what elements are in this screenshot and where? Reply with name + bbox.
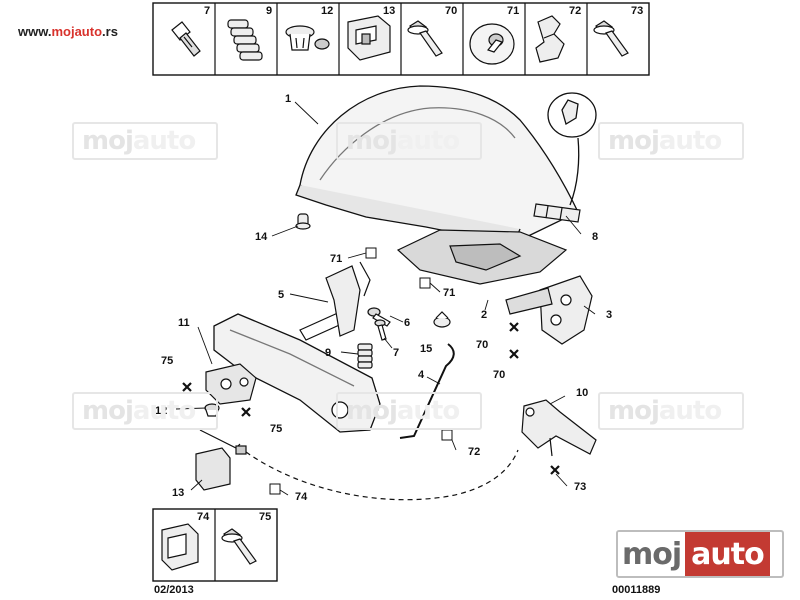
site-url-prefix: www. xyxy=(18,24,52,39)
strip-num-75: 75 xyxy=(259,511,271,523)
callout-1: 1 xyxy=(285,93,291,105)
bonnet-panel xyxy=(295,85,579,241)
insulation-pad xyxy=(396,229,568,285)
callout-73: 73 xyxy=(574,481,586,493)
callout-75b: 75 xyxy=(270,423,282,435)
callout-71a: 71 xyxy=(330,253,342,265)
latch-block-icon xyxy=(347,15,391,61)
cable-clip-icon xyxy=(535,15,565,63)
callout-70b: 70 xyxy=(493,369,505,381)
callout-11: 11 xyxy=(178,317,190,329)
site-url[interactable]: www.mojauto.rs xyxy=(18,24,118,39)
flange-bolt-icon xyxy=(407,20,443,57)
push-clip xyxy=(204,403,220,417)
cable-end xyxy=(195,429,247,491)
strip-num-70: 70 xyxy=(445,5,457,17)
callout-4: 4 xyxy=(418,369,425,381)
callout-15: 15 xyxy=(420,343,432,355)
callout-3: 3 xyxy=(606,309,612,321)
site-url-suffix: .rs xyxy=(102,24,118,39)
bellows-spring xyxy=(357,343,373,369)
diagram-reference: 00011889 xyxy=(612,584,661,596)
bottom-strip-numbers: 74 75 xyxy=(197,511,271,523)
callout-9: 9 xyxy=(325,347,331,359)
callout-72: 72 xyxy=(468,446,480,458)
diagram-date: 02/2013 xyxy=(154,584,194,596)
bump-stop xyxy=(295,213,311,230)
rear-rail xyxy=(533,203,581,223)
hinge-assembly xyxy=(505,275,593,345)
bonnet-lock xyxy=(205,363,257,405)
strip-num-12: 12 xyxy=(321,5,333,17)
push-clip-icon xyxy=(285,25,330,51)
strip-num-13: 13 xyxy=(383,5,395,17)
bolt-icon xyxy=(171,21,201,57)
callout-2: 2 xyxy=(481,309,487,321)
fastener-markers xyxy=(182,322,560,475)
callout-75a: 75 xyxy=(161,355,173,367)
callout-10: 10 xyxy=(576,387,588,399)
reference-squares xyxy=(269,247,453,495)
flange-bolt-icon xyxy=(221,528,257,565)
callout-8: 8 xyxy=(592,231,598,243)
callout-6: 6 xyxy=(404,317,410,329)
strip-num-74: 74 xyxy=(197,511,210,523)
callout-13: 13 xyxy=(172,487,184,499)
callout-7: 7 xyxy=(393,347,399,359)
logo-part-2: auto xyxy=(685,532,770,576)
callout-71b: 71 xyxy=(443,287,455,299)
latch-lever xyxy=(299,261,371,341)
cable-clip-icon xyxy=(161,523,199,571)
strip-num-9: 9 xyxy=(266,5,272,17)
bellows-spring-icon xyxy=(227,19,263,61)
callout-74: 74 xyxy=(295,491,308,503)
callout-12: 12 xyxy=(155,405,167,417)
callout-5: 5 xyxy=(278,289,284,301)
leader-lines xyxy=(175,101,596,496)
round-clip-icon xyxy=(469,23,515,65)
grommet xyxy=(433,311,451,328)
release-handle xyxy=(521,399,597,457)
flange-bolt-icon xyxy=(593,20,629,57)
stay-rod xyxy=(399,343,455,439)
brand-logo[interactable]: moj auto xyxy=(616,530,784,578)
small-bolt xyxy=(374,319,387,341)
release-cable xyxy=(245,449,519,501)
callout-14: 14 xyxy=(255,231,268,243)
strip-num-72: 72 xyxy=(569,5,581,17)
strip-num-71: 71 xyxy=(507,5,519,17)
detail-bubble xyxy=(547,92,597,206)
site-url-brand: mojauto xyxy=(51,24,103,39)
top-strip-numbers: 7 9 12 13 70 71 72 73 xyxy=(204,5,643,17)
logo-part-1: moj xyxy=(618,532,686,576)
strip-num-7: 7 xyxy=(204,5,210,17)
callouts: 1 2 3 4 5 6 7 8 9 10 11 12 13 14 15 70 7… xyxy=(155,93,612,503)
callout-70a: 70 xyxy=(476,339,488,351)
strip-num-73: 73 xyxy=(631,5,643,17)
